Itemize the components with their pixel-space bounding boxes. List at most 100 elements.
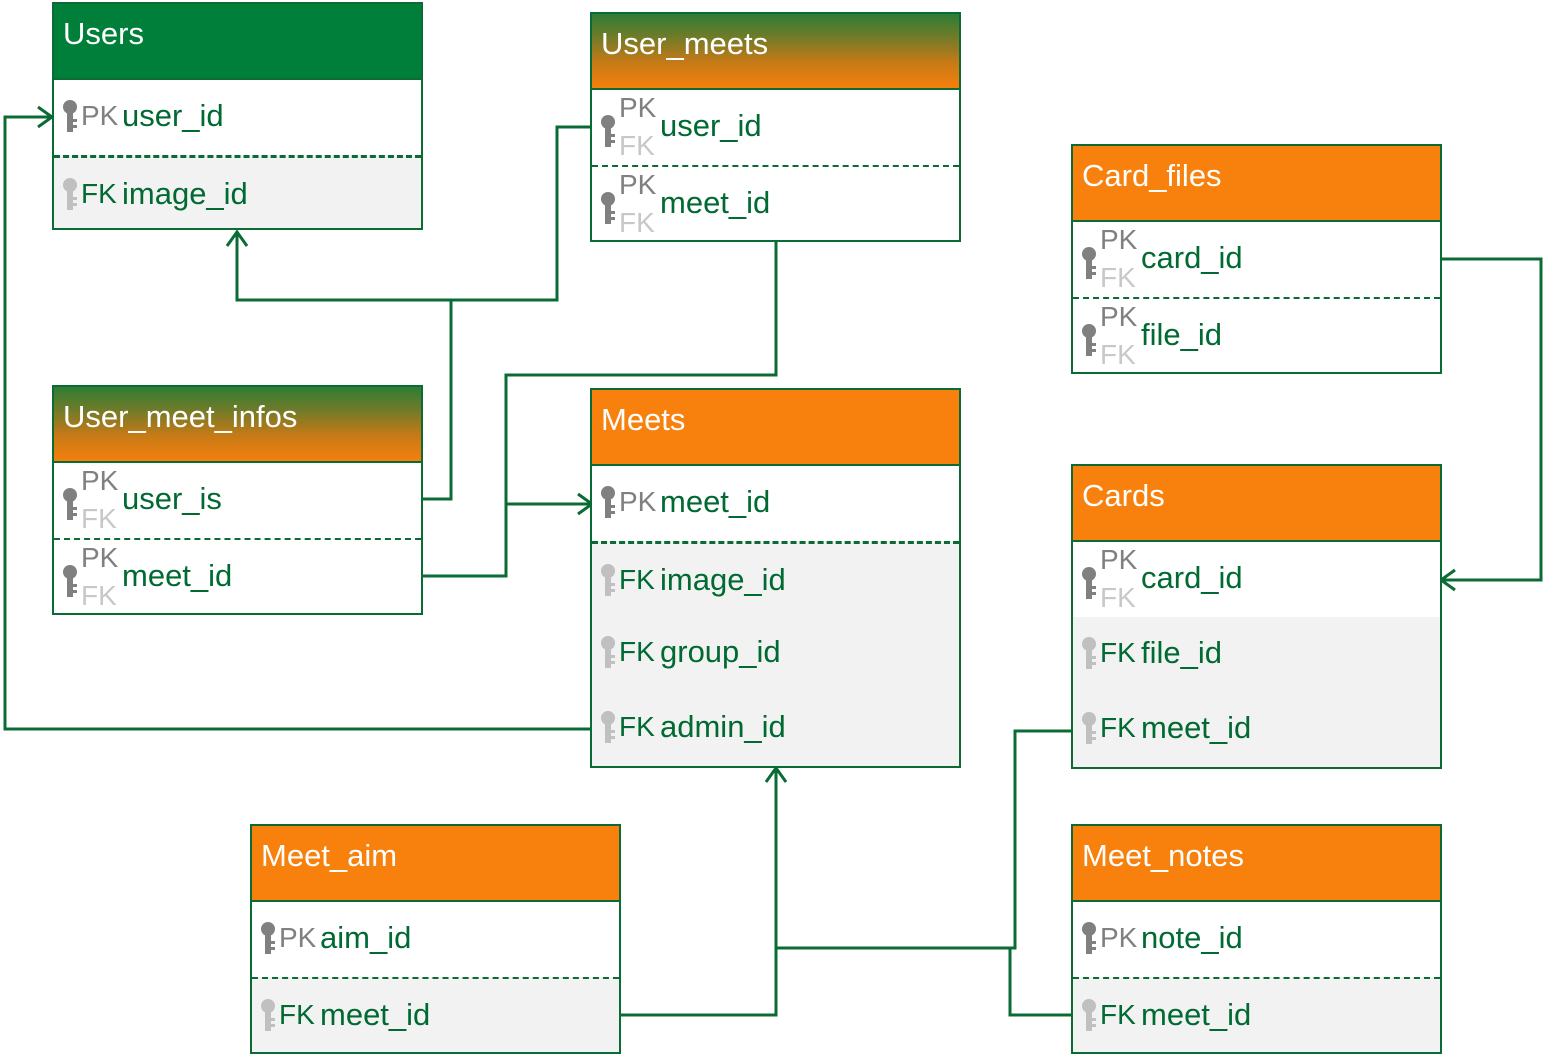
field-name: file_id [1141, 635, 1222, 670]
entity-users[interactable]: Users PK user_id FK image_id [52, 2, 423, 230]
fk-label: FK [1100, 637, 1136, 668]
entity-meet-aim[interactable]: Meet_aim PK aim_id FK meet_id [250, 824, 621, 1054]
foreign-key-icon [601, 564, 615, 596]
foreign-key-icon [63, 178, 77, 210]
foreign-key-icon [1082, 999, 1096, 1031]
field-name: meet_id [320, 997, 431, 1032]
table-row: FK image_id [54, 155, 421, 228]
pk-label: PK [1100, 922, 1138, 953]
field-name: card_id [1141, 240, 1243, 275]
field-name: meet_id [122, 558, 233, 593]
primary-key-icon [1082, 567, 1096, 599]
table-row: PK FK user_is [54, 463, 421, 538]
arrowhead-meets-bottom [764, 765, 788, 783]
pk-label: PK [81, 465, 119, 496]
fk-label: FK [81, 580, 117, 611]
table-row: FK meet_id [1073, 692, 1440, 767]
connector-meets-admin-to-users [3, 115, 592, 731]
primary-key-icon [601, 192, 615, 224]
field-name: file_id [1141, 317, 1222, 352]
table-row: PK FK card_id [1073, 542, 1440, 617]
fk-label: FK [1100, 339, 1136, 370]
entity-card-files[interactable]: Card_files PK FK card_id PK FK file_id [1071, 144, 1442, 374]
connector-meet-aim-to-meets [621, 768, 778, 1017]
table-row: PK aim_id [252, 902, 619, 977]
fk-label: FK [619, 711, 655, 742]
foreign-key-icon [601, 711, 615, 743]
field-name: card_id [1141, 560, 1243, 595]
connector-user-meet-infos-user [423, 300, 453, 501]
field-name: aim_id [320, 920, 412, 955]
pk-label: PK [619, 92, 657, 123]
pk-label: PK [619, 169, 657, 200]
primary-key-icon [63, 565, 77, 597]
table-row: PK note_id [1073, 902, 1440, 977]
table-row: PK FK card_id [1073, 222, 1440, 297]
foreign-key-icon [1082, 712, 1096, 744]
entity-title: User_meet_infos [54, 387, 421, 463]
field-name: admin_id [660, 709, 786, 744]
fk-label: FK [619, 207, 655, 238]
field-name: user_is [122, 481, 222, 516]
connector-user-meets-to-meets [504, 240, 778, 506]
fk-label: FK [81, 503, 117, 534]
foreign-key-icon [1082, 637, 1096, 669]
pk-label: PK [1100, 224, 1138, 255]
entity-user-meet-infos[interactable]: User_meet_infos PK FK user_is PK FK meet… [52, 385, 423, 615]
primary-key-icon [1082, 247, 1096, 279]
entity-user-meets[interactable]: User_meets PK FK user_id PK FK meet_id [590, 12, 961, 242]
primary-key-icon [1082, 922, 1096, 954]
field-name: user_id [122, 98, 224, 133]
primary-key-icon [63, 100, 77, 132]
pk-label: PK [1100, 544, 1138, 575]
field-name: user_id [660, 108, 762, 143]
field-name: note_id [1141, 920, 1243, 955]
table-row: FK meet_id [1073, 977, 1440, 1052]
field-name: group_id [660, 634, 781, 669]
connector-user-meet-infos-meet [423, 504, 508, 578]
connector-card-files-to-cards [1441, 257, 1543, 582]
connector-cards-meet-to-meets [776, 729, 1073, 950]
table-row: FK meet_id [252, 977, 619, 1052]
entity-title: Meets [592, 390, 959, 466]
pk-label: PK [619, 486, 657, 517]
fk-label: FK [619, 636, 655, 667]
table-row: PK meet_id [592, 466, 959, 541]
entity-title: Users [54, 4, 421, 80]
arrowhead-users-bottom [225, 229, 249, 247]
fk-label: FK [279, 999, 315, 1030]
primary-key-icon [601, 115, 615, 147]
entity-meets[interactable]: Meets PK meet_id FK image_id FK group_id… [590, 388, 961, 768]
table-row: PK FK meet_id [54, 538, 421, 613]
connector-user-meets-to-users [235, 125, 592, 302]
pk-label: PK [81, 542, 119, 573]
table-row: PK FK user_id [592, 90, 959, 165]
entity-title: Meet_aim [252, 826, 619, 902]
foreign-key-icon [601, 636, 615, 668]
fk-label: FK [1100, 262, 1136, 293]
fk-label: FK [619, 564, 655, 595]
field-name: image_id [122, 176, 248, 211]
entity-title: Card_files [1073, 146, 1440, 222]
primary-key-icon [261, 922, 275, 954]
table-row: FK image_id [592, 541, 959, 616]
table-row: PK FK file_id [1073, 297, 1440, 372]
table-row: FK admin_id [592, 691, 959, 766]
table-row: FK group_id [592, 616, 959, 691]
entity-meet-notes[interactable]: Meet_notes PK note_id FK meet_id [1071, 824, 1442, 1054]
field-name: meet_id [1141, 710, 1252, 745]
table-row: FK file_id [1073, 617, 1440, 692]
pk-label: PK [279, 922, 317, 953]
entity-title: Cards [1073, 466, 1440, 542]
field-name: meet_id [660, 484, 771, 519]
fk-label: FK [619, 130, 655, 161]
fk-label: FK [1100, 712, 1136, 743]
connector-meet-notes-to-meets [1008, 948, 1073, 1017]
primary-key-icon [601, 486, 615, 518]
foreign-key-icon [261, 999, 275, 1031]
field-name: meet_id [660, 185, 771, 220]
entity-cards[interactable]: Cards PK FK card_id FK file_id FK meet_i… [1071, 464, 1442, 769]
pk-label: PK [1100, 301, 1138, 332]
primary-key-icon [63, 488, 77, 520]
